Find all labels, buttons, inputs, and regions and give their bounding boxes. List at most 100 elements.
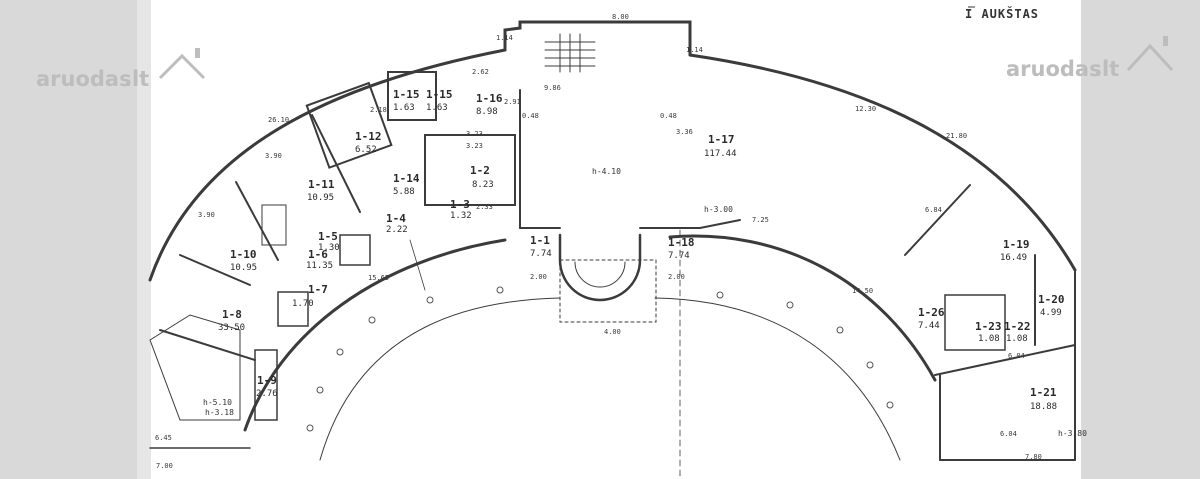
room-1-4-area: 2.22 — [386, 225, 408, 235]
room-1-17-id: 1-17 — [708, 133, 735, 146]
room-1-5-id: 1-5 — [318, 230, 338, 243]
height-note: h-3.80 — [1058, 429, 1087, 438]
room-1-14-area: 5.88 — [393, 187, 415, 197]
room-1-15a-id: 1-15 — [393, 88, 420, 101]
height-note: h-4.10 — [592, 167, 621, 176]
dim-label: 26.10 — [268, 116, 289, 124]
dim-label: 2.33 — [476, 203, 493, 211]
room-1-23-id: 1-23 — [975, 320, 1002, 333]
svg-text:.lt: .lt — [1094, 57, 1119, 81]
room-1-15a-area: 1.63 — [393, 103, 415, 113]
paper — [137, 0, 1081, 479]
room-1-12-area: 6.52 — [355, 145, 377, 155]
dim-label: 2.18 — [370, 106, 387, 114]
room-1-26-id: 1-26 — [918, 306, 945, 319]
room-1-20-area: 4.99 — [1040, 308, 1062, 318]
room-1-18-area: 7.74 — [668, 251, 690, 261]
svg-text:.lt: .lt — [124, 67, 149, 91]
dim-label: 21.80 — [946, 132, 967, 140]
house-icon — [158, 48, 206, 80]
dim-label: 3.23 — [466, 130, 483, 138]
room-1-4-id: 1-4 — [386, 212, 406, 225]
dim-label: 8.00 — [612, 13, 629, 21]
scan-shadow — [137, 0, 151, 479]
room-1-9-id: 1-9 — [257, 374, 277, 387]
dim-label: 7.25 — [752, 216, 769, 224]
dim-label: 7.80 — [1025, 453, 1042, 461]
left-panel — [0, 0, 137, 479]
dim-label: 15.65 — [368, 274, 389, 282]
dim-label: 6.04 — [1000, 430, 1017, 438]
dim-label: 2.91 — [504, 98, 521, 106]
room-1-8-area: 33.50 — [218, 323, 245, 333]
room-1-6-area: 11.35 — [306, 261, 333, 271]
room-1-2-id: 1-2 — [470, 164, 490, 177]
room-1-3-id: 1-3 — [450, 198, 470, 211]
house-icon — [1126, 36, 1174, 72]
room-1-11-area: 10.95 — [307, 193, 334, 203]
walls — [148, 20, 1077, 479]
room-1-7-area: 1.70 — [292, 299, 314, 309]
dim-label: 3.90 — [198, 211, 215, 219]
dim-label: 6.04 — [1008, 352, 1025, 360]
room-1-18-id: 1-18 — [668, 236, 695, 249]
dim-label: 12.30 — [855, 105, 876, 113]
room-1-1-id: 1-1 — [530, 234, 550, 247]
height-note: h-3.00 — [704, 205, 733, 214]
room-1-14-id: 1-14 — [393, 172, 420, 185]
room-1-23-area: 1.08 — [978, 334, 1000, 344]
dim-label: 0.48 — [660, 112, 677, 120]
dim-label: 1.14 — [496, 34, 513, 42]
room-1-19-area: 16.49 — [1000, 253, 1027, 263]
height-note: h-3.18 — [205, 408, 234, 417]
room-1-16-area: 8.98 — [476, 107, 498, 117]
dim-label: 3.90 — [265, 152, 282, 160]
room-1-15b-area: 1.63 — [426, 103, 448, 113]
room-1-2-area: 8.23 — [472, 180, 494, 190]
dim-label: 4.00 — [604, 328, 621, 336]
dim-label: 6.84 — [925, 206, 942, 214]
dim-label: 9.86 — [544, 84, 561, 92]
room-1-7-id: 1-7 — [308, 283, 328, 296]
room-1-9-area: 2.76 — [256, 389, 278, 399]
height-note: h-5.10 — [203, 398, 232, 407]
room-1-1-area: 7.74 — [530, 249, 552, 259]
room-1-15b-id: 1-15 — [426, 88, 453, 101]
room-1-19-id: 1-19 — [1003, 238, 1030, 251]
dim-label: 0.48 — [522, 112, 539, 120]
dim-label: 3.23 — [466, 142, 483, 150]
dim-label: 2.62 — [472, 68, 489, 76]
svg-text:aruodas: aruodas — [36, 67, 132, 91]
watermark-left: aruodas .lt — [36, 48, 206, 91]
room-1-17-area: 117.44 — [704, 149, 737, 159]
room-1-3-area: 1.32 — [450, 211, 472, 221]
room-1-26-area: 7.44 — [918, 321, 940, 331]
dim-label: 2.00 — [668, 273, 685, 281]
room-1-8-id: 1-8 — [222, 308, 242, 321]
room-1-5-area: 1.30 — [318, 243, 340, 253]
room-1-12-id: 1-12 — [355, 130, 382, 143]
room-1-10-id: 1-10 — [230, 248, 257, 261]
room-1-6-id: 1-6 — [308, 248, 328, 261]
dim-label: 14.50 — [852, 287, 873, 295]
room-1-21-area: 18.88 — [1030, 402, 1057, 412]
room-1-22-id: 1-22 — [1004, 320, 1031, 333]
room-labels: 1-1 7.74 1-2 8.23 1-3 1.32 1-4 2.22 1-5 … — [218, 88, 1065, 412]
dimension-labels: 8.00 26.10 3.90 3.90 2.62 2.18 3.23 3.23… — [155, 13, 1042, 470]
room-1-16-id: 1-16 — [476, 92, 503, 105]
watermark-right: aruodas .lt — [1006, 36, 1174, 81]
floor-title: I AUKŠTAS — [965, 6, 1039, 21]
room-1-11-id: 1-11 — [308, 178, 335, 191]
column-markers — [306, 286, 894, 432]
room-1-10-area: 10.95 — [230, 263, 257, 273]
room-1-22-area: 1.08 — [1006, 334, 1028, 344]
room-1-21-id: 1-21 — [1030, 386, 1057, 399]
dim-label: 6.45 — [155, 434, 172, 442]
dim-label: 7.00 — [156, 462, 173, 470]
dim-label: 2.00 — [530, 273, 547, 281]
dim-label: 3.36 — [676, 128, 693, 136]
right-panel — [1081, 0, 1200, 479]
room-1-20-id: 1-20 — [1038, 293, 1065, 306]
svg-text:aruodas: aruodas — [1006, 57, 1102, 81]
